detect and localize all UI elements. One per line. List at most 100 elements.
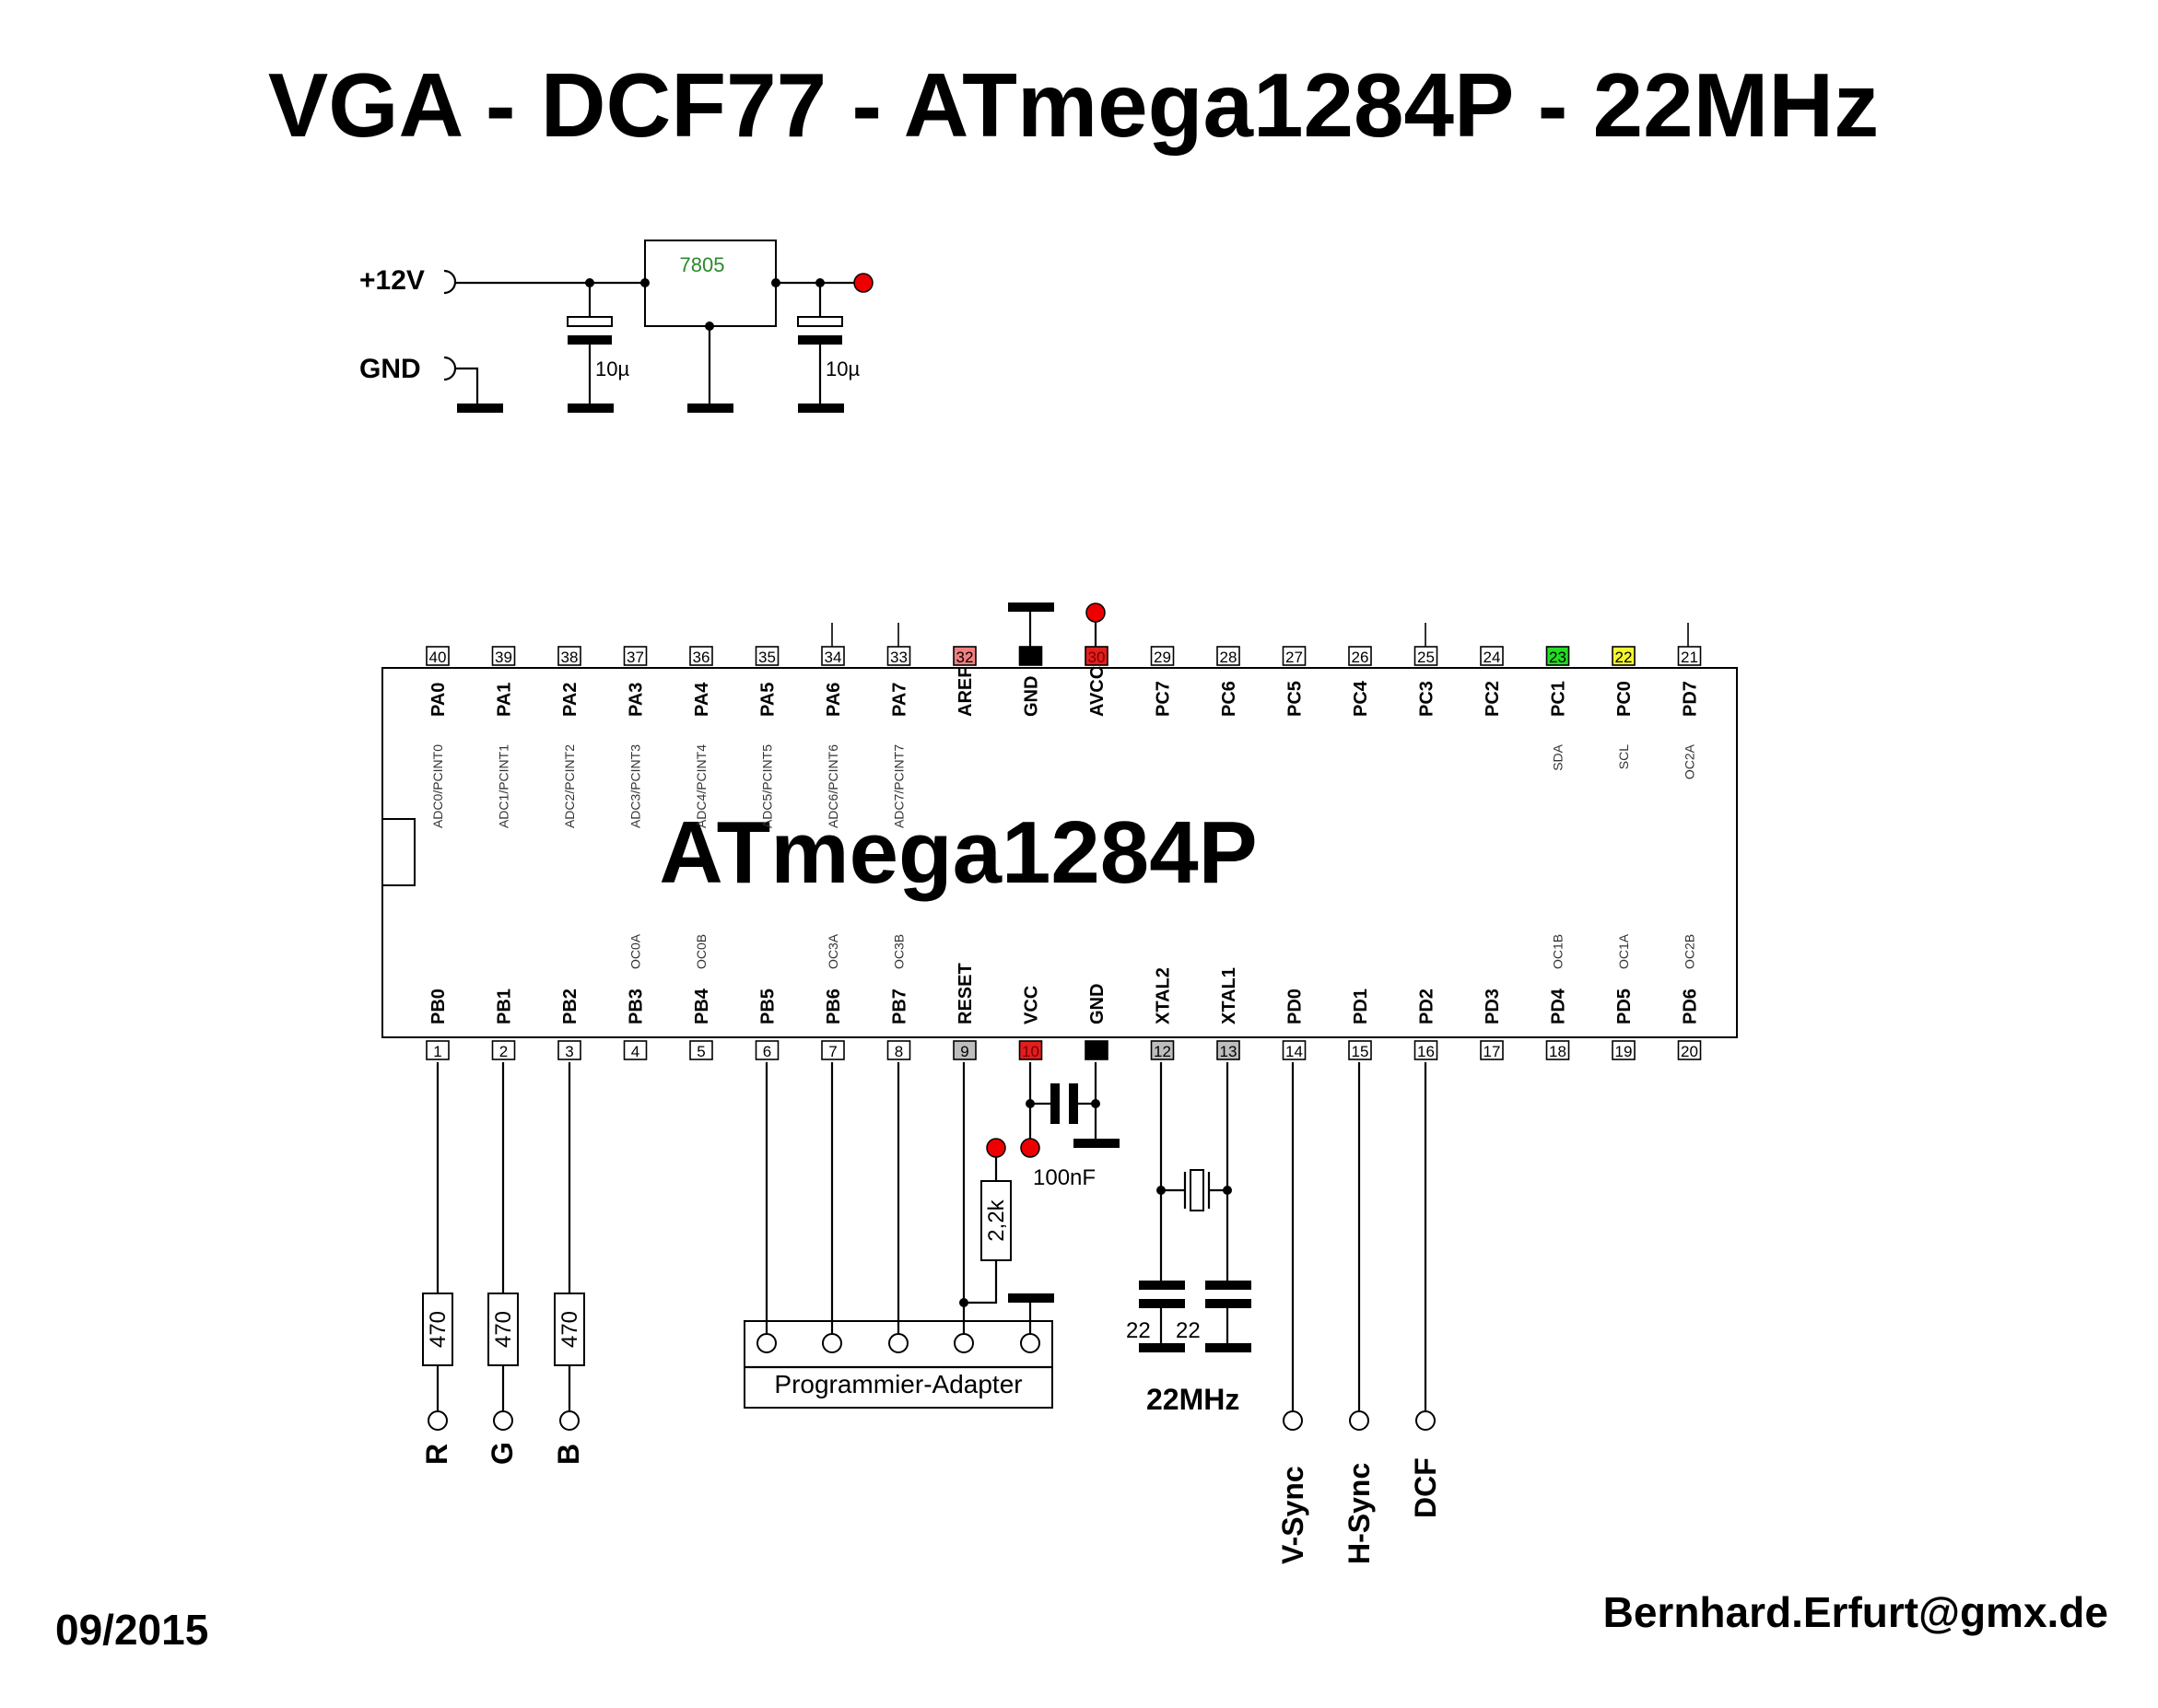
capacitor-100nf-plate	[1050, 1083, 1060, 1124]
pin-23-number: 23	[1549, 649, 1566, 666]
vcc-dot	[1085, 602, 1106, 623]
gnd-input-label: GND	[359, 354, 421, 384]
pin-39-box	[491, 646, 516, 666]
crystal-body	[1190, 1169, 1204, 1211]
ground-symbol	[1205, 1343, 1251, 1352]
resistor-b-label: 470	[557, 1311, 582, 1348]
ground-symbol	[798, 404, 844, 413]
pin-36-function: ADC4/PCINT4	[694, 744, 709, 828]
power-supply: +12V GND 10µ 7805 10µ	[359, 240, 874, 413]
pin-29-box	[1150, 646, 1175, 666]
pin-28-name: PC6	[1219, 681, 1239, 717]
output-terminal-vsync	[1283, 1410, 1303, 1431]
pin-35-box	[755, 646, 780, 666]
resistor-reset-label: 2,2k	[984, 1199, 1009, 1241]
pin-15-number: 15	[1352, 1043, 1369, 1060]
pin-19-name: PD5	[1614, 989, 1635, 1024]
pin-3-number: 3	[565, 1043, 573, 1060]
programmer-pin	[756, 1333, 777, 1353]
pin-21-function: OC2A	[1683, 743, 1697, 779]
pin-22-number: 22	[1615, 649, 1633, 666]
pin-29-number: 29	[1154, 649, 1171, 666]
pin-35-number: 35	[758, 649, 776, 666]
pin-9-number: 9	[960, 1043, 968, 1060]
pin-7-box	[821, 1040, 845, 1060]
pin-5-name: PB4	[692, 988, 712, 1024]
pin-7-function: OC3A	[826, 933, 840, 969]
pin-20-box	[1677, 1040, 1702, 1060]
ground-symbol	[1139, 1343, 1185, 1352]
pin-8-function: OC3B	[892, 934, 907, 969]
pin-6-box	[755, 1040, 780, 1060]
pin-12-name: XTAL2	[1154, 967, 1174, 1024]
pin-13-number: 13	[1220, 1043, 1237, 1060]
programmer-adapter: Programmier-Adapter	[744, 1062, 1054, 1409]
pin-21-box	[1677, 646, 1702, 666]
pin-24-number: 24	[1484, 649, 1501, 666]
pin-31-number: 31	[1022, 649, 1039, 666]
pin-32-number: 32	[956, 649, 974, 666]
ground-symbol	[457, 404, 503, 413]
regulator-7805	[644, 240, 777, 327]
crystal-label: 22MHz	[1146, 1383, 1239, 1416]
output-label-r: R	[420, 1444, 453, 1465]
capacitor-100nf-label: 100nF	[1033, 1165, 1096, 1190]
pin-18-box	[1545, 1040, 1570, 1060]
capacitor-in-plate	[567, 316, 613, 327]
pin-13-name: XTAL1	[1219, 967, 1239, 1024]
pin-32-name: AREF	[956, 667, 976, 717]
output-label-dcf: DCF	[1409, 1457, 1442, 1518]
power-input-label: +12V	[359, 265, 425, 296]
ground-symbol	[568, 404, 614, 413]
pin-26-box	[1348, 646, 1372, 666]
vcc-dot	[853, 273, 874, 293]
programmer-label: Programmier-Adapter	[774, 1370, 1022, 1398]
pin-9-name: RESET	[956, 963, 976, 1024]
pin-27-name: PC5	[1285, 681, 1306, 717]
pin-25-name: PC3	[1417, 681, 1437, 717]
pin-18-name: PD4	[1549, 988, 1569, 1024]
pin-23-box	[1545, 646, 1570, 666]
capacitor-22-right-plate	[1205, 1281, 1251, 1290]
pin-26-number: 26	[1352, 649, 1369, 666]
pin-7-number: 7	[828, 1043, 837, 1060]
top-connections	[831, 602, 1689, 647]
vcc-dot	[1020, 1138, 1040, 1158]
ground-symbol	[1073, 1139, 1120, 1148]
pin-38-function: ADC2/PCINT2	[562, 744, 577, 828]
pin-2-box	[491, 1040, 516, 1060]
pin-8-name: PB7	[890, 989, 910, 1024]
pin-20-name: PD6	[1681, 989, 1701, 1024]
output-label-g: G	[486, 1442, 519, 1465]
pin-4-box	[623, 1040, 648, 1060]
pin-34-number: 34	[825, 649, 842, 666]
pin-11-name: GND	[1087, 984, 1108, 1024]
pin-10-box	[1018, 1040, 1043, 1060]
regulator-in-dot	[640, 278, 650, 287]
pin-25-number: 25	[1417, 649, 1435, 666]
pin-31-name: GND	[1022, 676, 1042, 717]
ground-symbol	[1008, 602, 1054, 612]
pin-12-box	[1150, 1040, 1175, 1060]
pin-1-number: 1	[433, 1043, 441, 1060]
pin-26-name: PC4	[1351, 680, 1371, 717]
rgb-outputs: 470 R 470 G 470 B	[420, 1062, 585, 1465]
pin-40-number: 40	[429, 649, 447, 666]
pin-1-box	[426, 1040, 450, 1060]
pin-36-name: PA4	[692, 682, 712, 717]
pin-22-function: SCL	[1616, 744, 1631, 769]
pin-14-number: 14	[1285, 1043, 1303, 1060]
pin-24-box	[1480, 646, 1504, 666]
programmer-pin	[954, 1333, 974, 1353]
pin-19-number: 19	[1615, 1043, 1633, 1060]
ic-atmega1284p: ATmega1284P 40PA0ADC0/PCINT039PA1ADC1/PC…	[381, 646, 1738, 1060]
programmer-pin	[888, 1333, 909, 1353]
capacitor-100nf-plate-2	[1069, 1083, 1078, 1124]
pin-38-box	[557, 646, 581, 666]
capacitor-out-plate	[797, 316, 843, 327]
output-terminal-dcf	[1415, 1410, 1436, 1431]
pin-11-box	[1085, 1040, 1108, 1060]
pin-39-number: 39	[495, 649, 512, 666]
pin-37-function: ADC3/PCINT3	[628, 744, 643, 828]
